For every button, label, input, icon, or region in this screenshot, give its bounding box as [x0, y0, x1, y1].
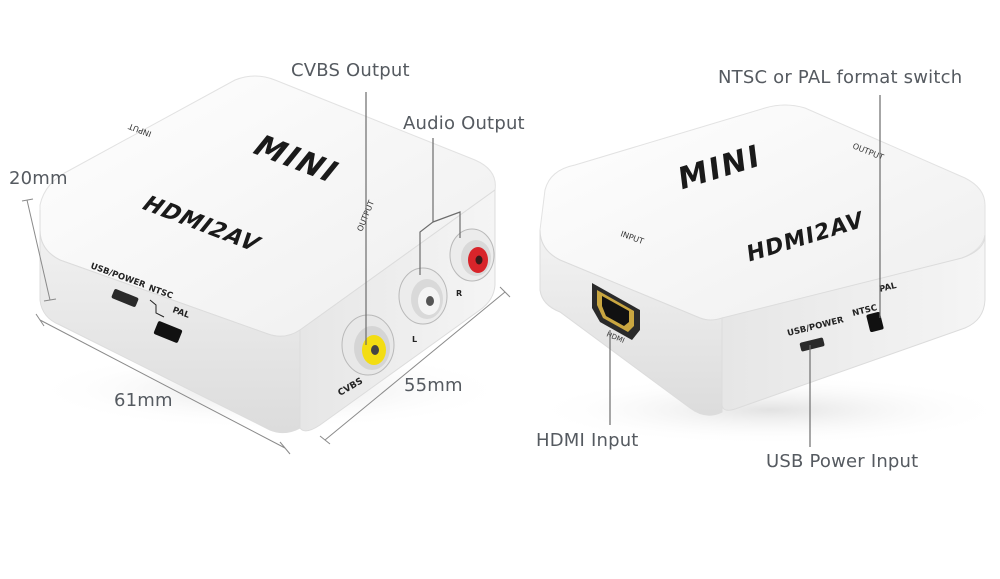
left-usb-port: [111, 289, 139, 307]
left-device: MINI HDMI2AV INPUT OUTPUT USB/POWER NTSC…: [21, 75, 511, 455]
right-device: MINI HDMI2AV INPUT OUTPUT HDMI USB/POWER…: [530, 104, 1000, 445]
hdmi-port: [592, 283, 640, 340]
left-audio-jack: [398, 267, 448, 325]
length-dimension-label: 61mm: [114, 390, 173, 411]
hdmi-input-callout: HDMI Input: [536, 430, 639, 451]
ntsc-pal-switch-callout: NTSC or PAL format switch: [718, 67, 963, 88]
dimension-lines: [21, 198, 511, 455]
right-audio-jack: [449, 228, 495, 282]
right-device-side-face: [721, 234, 986, 411]
leader-lines: [365, 92, 881, 447]
usb-power-input-callout: USB Power Input: [766, 451, 919, 472]
height-dimension-label: 20mm: [9, 168, 68, 189]
left-r-label: R: [456, 289, 462, 298]
right-format-switch: [866, 311, 884, 333]
width-dimension-label: 55mm: [404, 375, 463, 396]
left-format-switch: [153, 321, 183, 343]
cvbs-output-callout: CVBS Output: [291, 60, 410, 81]
right-pal-label: PAL: [878, 281, 898, 295]
right-usb-port: [799, 337, 825, 352]
cvbs-jack: [341, 314, 395, 376]
left-device-side-face: [299, 189, 496, 432]
left-l-label: L: [412, 335, 417, 344]
audio-output-callout: Audio Output: [403, 113, 525, 134]
